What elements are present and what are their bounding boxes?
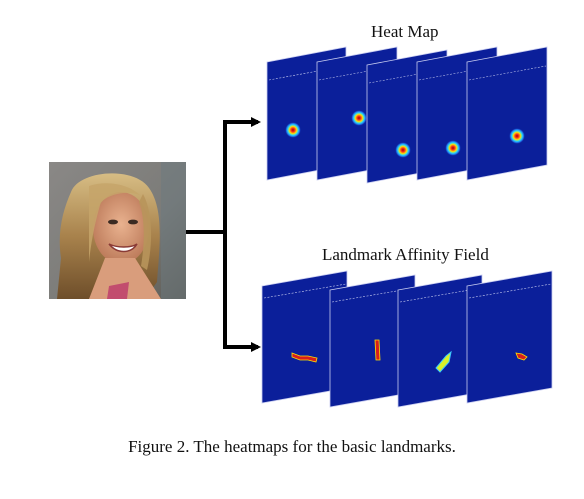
heat-map-title: Heat Map <box>371 22 439 41</box>
affinity-stroke-1 <box>291 352 318 363</box>
figure-caption: Figure 2. The heatmaps for the basic lan… <box>128 437 456 456</box>
heatmap-stack <box>266 46 548 184</box>
heatmap-panel-5 <box>466 46 548 181</box>
affinity-stroke-3 <box>435 350 452 373</box>
heatmap-peak-2 <box>351 110 367 126</box>
face-photo <box>49 162 186 299</box>
affinity-panel-4 <box>466 270 553 404</box>
heatmap-peak-5 <box>509 128 525 144</box>
heatmap-peak-3 <box>395 142 411 158</box>
affinity-stroke-2 <box>374 339 381 361</box>
affinity-field-stack <box>261 270 553 408</box>
branch-connector <box>186 117 261 352</box>
affinity-stroke-4 <box>515 352 528 361</box>
heatmap-peak-1 <box>285 122 301 138</box>
landmark-affinity-field-title: Landmark Affinity Field <box>322 245 489 264</box>
heatmap-peak-4 <box>445 140 461 156</box>
